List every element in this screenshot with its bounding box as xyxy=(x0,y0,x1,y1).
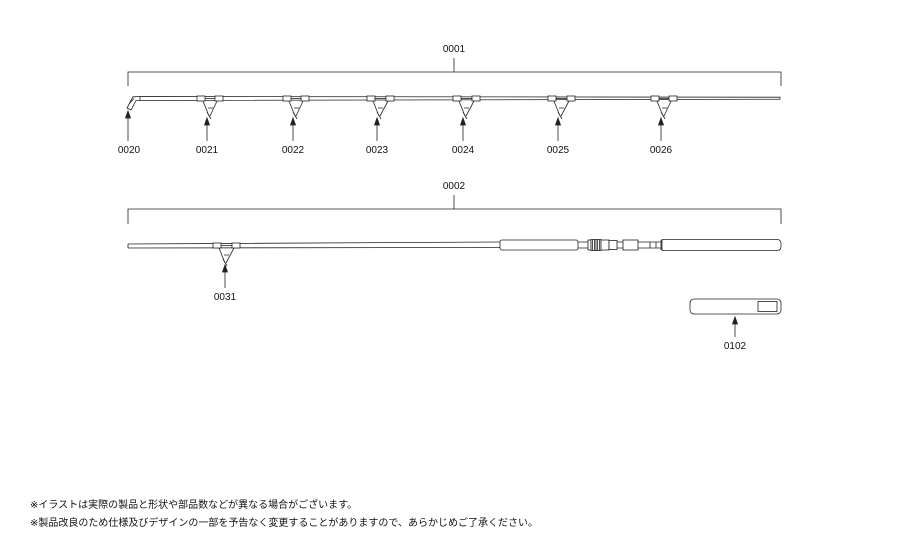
guide-0021 xyxy=(196,95,224,120)
label-0102: 0102 xyxy=(724,341,747,352)
bracket-0002 xyxy=(127,195,782,224)
label-0021: 0021 xyxy=(196,145,219,156)
label-0023: 0023 xyxy=(366,145,389,156)
guide-0024 xyxy=(452,95,481,120)
bracket-0001 xyxy=(127,58,782,86)
guide-0025 xyxy=(547,95,576,120)
label-0025: 0025 xyxy=(547,145,570,156)
label-0022: 0022 xyxy=(282,145,305,156)
pointer-arrows-top xyxy=(124,109,665,141)
rod-case xyxy=(689,298,782,315)
label-0001: 0001 xyxy=(443,44,466,55)
guide-0023 xyxy=(366,95,395,120)
pointer-arrow-0102 xyxy=(731,315,739,337)
label-0026: 0026 xyxy=(650,145,673,156)
guide-0026 xyxy=(650,95,678,120)
label-0002: 0002 xyxy=(443,181,466,192)
label-0020: 0020 xyxy=(118,145,141,156)
pointer-arrow-0031 xyxy=(221,263,229,288)
disclaimer-specification: ※製品改良のため仕様及びデザインの一部を予告なく変更することがありますので、あら… xyxy=(30,518,538,529)
guide-0022 xyxy=(282,95,310,120)
rod-butt-section xyxy=(127,239,782,251)
label-0031: 0031 xyxy=(214,292,237,303)
guide-0031 xyxy=(212,242,241,267)
disclaimer-illustration: ※イラストは実際の製品と形状や部品数などが異なる場合がございます。 xyxy=(30,500,358,511)
label-0024: 0024 xyxy=(452,145,475,156)
